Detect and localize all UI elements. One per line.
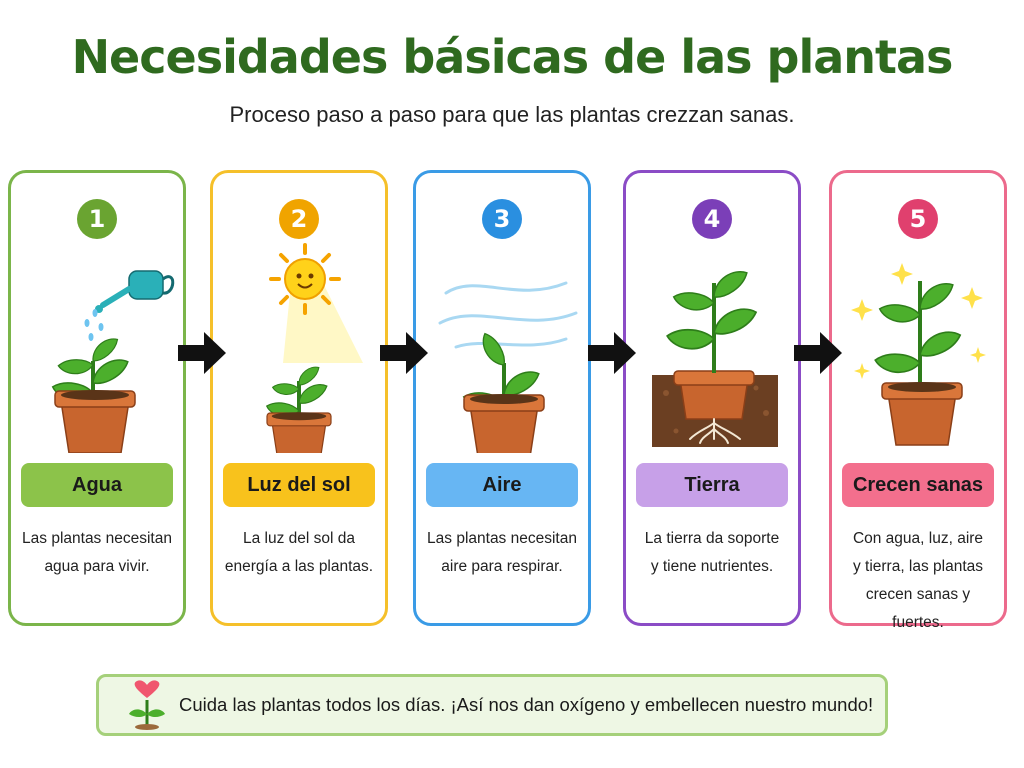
step-label: Crecen sanas (842, 463, 994, 507)
sun-plant-icon (264, 243, 363, 453)
arrow-right-icon (794, 332, 842, 374)
step-label: Agua (21, 463, 173, 507)
soil-roots-plant-icon (652, 266, 778, 447)
wind-plant-icon (438, 281, 578, 453)
step-number-badge: 4 (692, 199, 732, 239)
step-number-badge: 3 (482, 199, 522, 239)
arrow-right-icon (380, 332, 428, 374)
step-label: Luz del sol (223, 463, 375, 507)
sparkle-plant-icon (851, 263, 986, 446)
footer-text: Cuida las plantas todos los días. ¡Así n… (179, 694, 874, 715)
page-title: Necesidades básicas de las plantas (71, 30, 954, 84)
step-label: Aire (426, 463, 578, 507)
footer-banner: Cuida las plantas todos los días. ¡Así n… (96, 674, 888, 736)
step-number-badge: 5 (898, 199, 938, 239)
page-subtitle: Proceso paso a paso para que las plantas… (229, 102, 795, 127)
step-number-badge: 2 (279, 199, 319, 239)
heart-sprout-icon (129, 680, 165, 730)
arrow-right-icon (588, 332, 636, 374)
arrow-right-icon (178, 332, 226, 374)
watering-can-plant-icon (49, 270, 175, 453)
step-number-badge: 1 (77, 199, 117, 239)
step-label: Tierra (636, 463, 788, 507)
